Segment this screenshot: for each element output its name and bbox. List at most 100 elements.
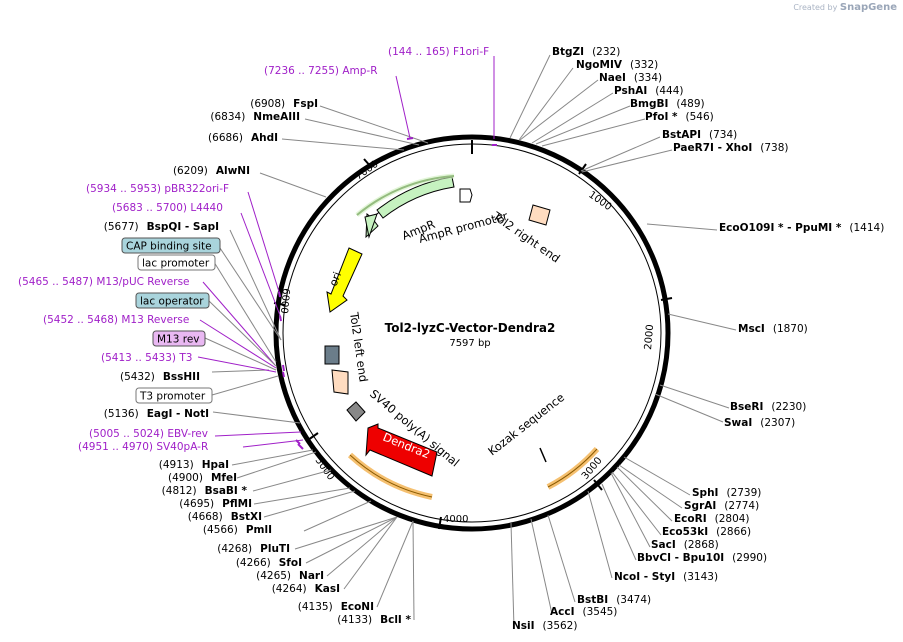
site-bseri[interactable]: BseRI(2230): [730, 401, 806, 413]
site-pmli[interactable]: (4566)PmlI: [203, 524, 272, 536]
tick-4000: [438, 516, 442, 530]
tick-1000: [578, 163, 587, 175]
primer-pbr322ori-f[interactable]: (5934 .. 5953) pBR322ori-F: [86, 183, 229, 195]
t3-promoter-box[interactable]: [135, 387, 213, 404]
site-bspqi-sapi[interactable]: (5677)BspQI - SapI: [104, 221, 219, 233]
site-nari[interactable]: (4265)NarI: [256, 570, 324, 582]
site-kasi[interactable]: (4264)KasI: [272, 583, 340, 595]
dendra2-orf-arc-line: [349, 454, 433, 498]
kozak-feature[interactable]: [539, 447, 547, 463]
sv40-polya-feature[interactable]: [346, 401, 366, 422]
site-bsabi[interactable]: (4812)BsaBI *: [162, 485, 248, 497]
m13-rev-box[interactable]: [152, 330, 206, 347]
primer-leaders: [197, 56, 495, 448]
primer-labels: (144 .. 165) F1ori-F (7236 .. 7255) Amp-…: [18, 46, 489, 453]
site-bstbi[interactable]: BstBI(3474): [577, 594, 651, 606]
site-nsii[interactable]: NsiI(3562): [512, 620, 577, 632]
site-msci[interactable]: MscI(1870): [738, 323, 808, 335]
tol2-left-end-feature[interactable]: [331, 369, 349, 395]
site-sgrai[interactable]: SgrAI(2774): [684, 500, 759, 512]
site-nmeaiii[interactable]: (6834)NmeAIII: [210, 111, 300, 123]
site-paer7i-xhoi[interactable]: PaeR7I - XhoI(738): [673, 142, 789, 154]
m13-rev-label: M13 rev: [157, 334, 200, 346]
site-swai[interactable]: SwaI(2307): [724, 417, 795, 429]
site-saci[interactable]: SacI(2868): [651, 539, 719, 551]
tick-5000: [307, 432, 319, 441]
primer-t3[interactable]: (5413 .. 5433) T3: [101, 352, 192, 364]
right-site-labels: BtgZI(232) NgoMIV(332) NaeI(334) PshAI(4…: [512, 46, 884, 632]
tick-label-2000: 2000: [643, 324, 656, 350]
lac-operator-box[interactable]: [135, 292, 210, 309]
snapgene-credit: Created by SnapGene: [793, 2, 897, 13]
primer-markers: [278, 137, 497, 450]
snapgene-logo: SnapGene: [839, 2, 897, 13]
site-fspi[interactable]: (6908)FspI: [250, 98, 318, 110]
t3-promoter-label: T3 promoter: [139, 391, 206, 403]
site-ncoi-styi[interactable]: NcoI - StyI(3143): [614, 571, 718, 583]
ampr-orf-arc-fill: [355, 173, 455, 217]
cap-binding-site-label: CAP binding site: [126, 241, 212, 253]
site-naei[interactable]: NaeI(334): [599, 72, 662, 84]
lac-promoter-box[interactable]: [137, 254, 216, 271]
plasmid-size: 7597 bp: [449, 338, 490, 349]
ampr-promoter-feature[interactable]: [459, 188, 473, 203]
site-econi[interactable]: (4135)EcoNI: [298, 601, 374, 613]
site-alwni[interactable]: (6209)AlwNI: [173, 165, 250, 177]
site-bcli[interactable]: (4133)BclI *: [337, 614, 411, 626]
site-eagi-noti[interactable]: (5136)EagI - NotI: [104, 408, 209, 420]
site-pfoi[interactable]: PfoI *(546): [645, 111, 714, 123]
tick-label-6000: 6000: [278, 288, 291, 314]
site-bmgbi[interactable]: BmgBI(489): [630, 98, 705, 110]
dendra2-feature[interactable]: [365, 423, 438, 477]
site-pluti[interactable]: (4268)PluTI: [217, 543, 290, 555]
site-pflmi[interactable]: (4695)PflMI: [179, 498, 252, 510]
ampr-arrowhead: [364, 213, 378, 239]
lac-elements-feature[interactable]: [324, 345, 340, 365]
plasmid-name: Tol2-lyzC-Vector-Dendra2: [385, 321, 556, 335]
left-site-labels: (6908)FspI (6834)NmeAIII (6686)AhdI (620…: [104, 98, 412, 626]
site-eco53ki[interactable]: Eco53kI(2866): [662, 526, 751, 538]
site-bstapi[interactable]: BstAPI(734): [662, 129, 737, 141]
site-ecoo109i-ppumi[interactable]: EcoO109I * - PpuMI *(1414): [719, 222, 884, 234]
tick-7000: [363, 158, 373, 169]
primer-sv40pa-r[interactable]: (4951 .. 4970) SV40pA-R: [78, 441, 208, 453]
site-ngomiv[interactable]: NgoMIV(332): [576, 59, 658, 71]
primer-amp-r[interactable]: (7236 .. 7255) Amp-R: [264, 65, 378, 77]
site-bsshii[interactable]: (5432)BssHII: [120, 371, 200, 383]
left-site-leaders: [211, 105, 429, 621]
primer-f1ori-f[interactable]: (144 .. 165) F1ori-F: [388, 46, 489, 58]
tol2-right-end-feature[interactable]: [528, 204, 551, 226]
site-bstxi[interactable]: (4668)BstXI: [188, 511, 262, 523]
site-sfoi[interactable]: (4266)SfoI: [236, 557, 302, 569]
ori-feature[interactable]: [326, 247, 363, 313]
site-mfei[interactable]: (4900)MfeI: [168, 472, 237, 484]
site-ecori[interactable]: EcoRI(2804): [674, 513, 750, 525]
box-leaders: [204, 244, 282, 396]
site-acci[interactable]: AccI(3545): [550, 606, 617, 618]
ori-label: ori: [327, 270, 344, 288]
lac-promoter-label: lac promoter: [142, 258, 210, 270]
kozak-orf-arc-line: [547, 448, 598, 488]
ampr-feature[interactable]: [376, 176, 455, 219]
site-ahdi[interactable]: (6686)AhdI: [208, 132, 278, 144]
tick-2000: [660, 297, 673, 301]
site-btgzi[interactable]: BtgZI(232): [552, 46, 620, 58]
kozak-sequence-label: Kozak sequence: [485, 390, 567, 458]
lac-operator-label: lac operator: [140, 296, 204, 308]
tick-3000: [593, 479, 603, 491]
site-sphi[interactable]: SphI(2739): [692, 487, 761, 499]
primer-ebv-rev[interactable]: (5005 .. 5024) EBV-rev: [89, 428, 208, 440]
site-bbvci-bpu10i[interactable]: BbvCI - Bpu10I(2990): [637, 552, 767, 564]
primer-l4440[interactable]: (5683 .. 5700) L4440: [112, 202, 223, 214]
tol2-left-end-label: Tol2 left end: [347, 310, 371, 382]
right-site-leaders: [509, 54, 737, 629]
cap-binding-site-box[interactable]: [121, 237, 221, 254]
primer-m13-reverse[interactable]: (5452 .. 5468) M13 Reverse: [43, 314, 189, 326]
credit-prefix: Created by: [793, 3, 838, 12]
boxed-labels: CAP binding site lac promoter lac operat…: [121, 237, 221, 404]
site-hpai[interactable]: (4913)HpaI: [159, 459, 229, 471]
site-pshai[interactable]: PshAI(444): [614, 85, 684, 97]
tol2-right-end-label: Tol2 right end: [489, 208, 562, 265]
primer-m13-puc-reverse[interactable]: (5465 .. 5487) M13/pUC Reverse: [18, 276, 190, 288]
